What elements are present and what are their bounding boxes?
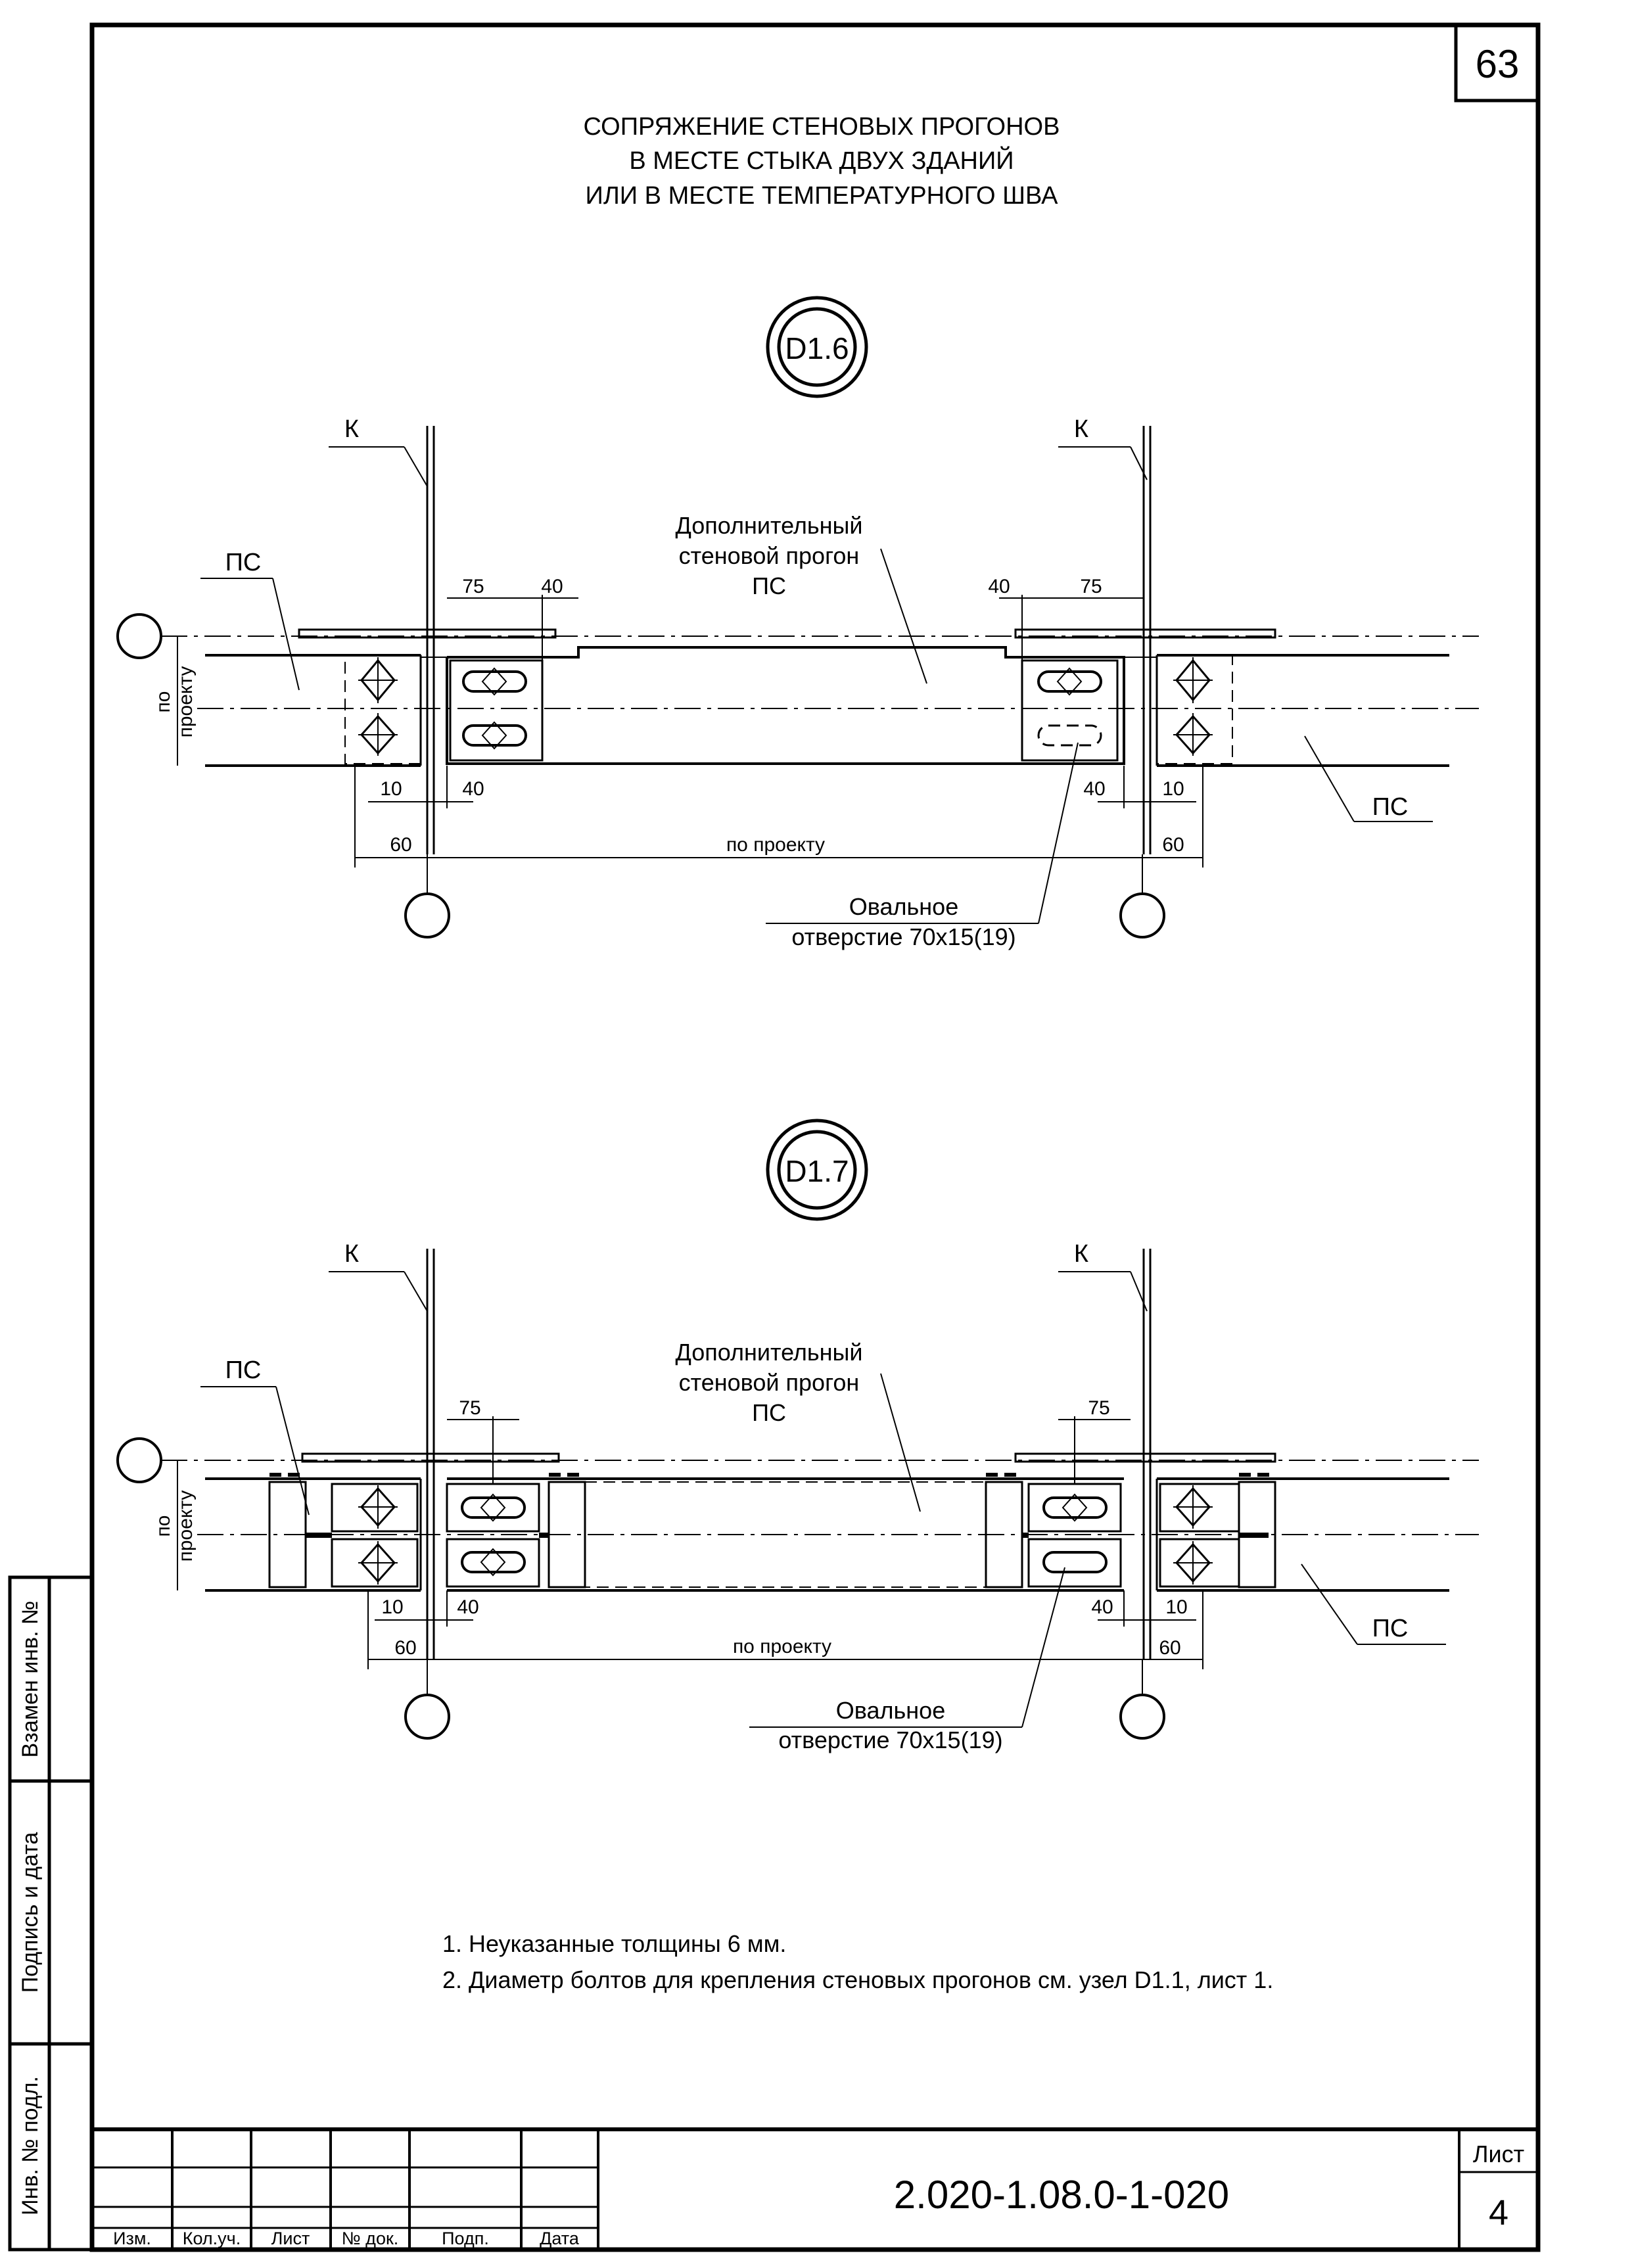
dim-60-left: 60 (390, 834, 411, 856)
bolt-icon (358, 657, 398, 703)
axis-marker-icon (1119, 892, 1165, 938)
dim-40-top-right: 40 (988, 576, 1010, 597)
bolt-icon (358, 713, 398, 756)
column-label-right: К (1074, 1240, 1088, 1268)
axis-marker-icon (404, 1694, 450, 1740)
purlin-label-left: ПС (225, 1356, 262, 1384)
axis-marker-icon (404, 892, 450, 938)
dim-vertical-line-2: проекту (175, 1491, 197, 1562)
dim-10-left: 10 (380, 778, 402, 800)
bolt-icon (1173, 657, 1213, 703)
notes: 1. Неуказанные толщины 6 мм. 2. Диаметр … (442, 1930, 1273, 1993)
bolt-icon (358, 1485, 398, 1529)
dim-60-right: 60 (1159, 1637, 1180, 1659)
extra-purlin-label-line-3: ПС (752, 1399, 786, 1426)
detail-d1-6: D1.6 (116, 296, 1479, 950)
axis-marker-icon (116, 613, 162, 659)
node-callout-d1-6: D1.6 (785, 331, 849, 365)
purlin-label-right: ПС (1372, 1615, 1409, 1642)
oval-hole-label-line-2: отверстие 70х15(19) (791, 923, 1015, 950)
dim-60-right: 60 (1162, 834, 1184, 856)
column-label-right: К (1074, 415, 1088, 443)
title-block: Изм. Кол.уч. Лист № док. Подп. Дата 2.02… (92, 2127, 1538, 2250)
oval-hole-label-line-2: отверстие 70х15(19) (778, 1726, 1002, 1753)
dim-10-right: 10 (1162, 778, 1184, 800)
sheet-badge: 63 (1454, 23, 1540, 103)
title-line-2: В МЕСТЕ СТЫКА ДВУХ ЗДАНИЙ (629, 145, 1014, 175)
sheet-frame (89, 22, 1541, 2252)
oval-hole-icon (461, 1493, 1108, 1577)
dim-75-right: 75 (1088, 1397, 1109, 1419)
node-callout-d1-7: D1.7 (785, 1154, 849, 1188)
dim-40-bottom-left: 40 (462, 778, 484, 800)
tb-header-date: Дата (540, 2229, 580, 2248)
dim-10-left: 10 (381, 1596, 403, 1618)
sheet-number: 4 (1489, 2193, 1508, 2233)
axis-marker-icon (1119, 1694, 1165, 1740)
tb-header-count: Кол.уч. (183, 2229, 241, 2248)
side-stamp-inventory: Инв. № подл. (18, 2076, 43, 2215)
dim-60-left: 60 (394, 1637, 416, 1659)
tb-header-signature: Подп. (442, 2229, 489, 2248)
bolt-icon (1173, 1485, 1213, 1529)
side-stamp: Взамен инв. № Подпись и дата Инв. № подл… (8, 1575, 94, 2252)
document-code: 2.020-1.08.0-1-020 (894, 2173, 1229, 2217)
note-1: 1. Неуказанные толщины 6 мм. (442, 1930, 786, 1957)
extra-purlin-label-line-2: стеновой прогон (679, 1369, 860, 1396)
side-stamp-replacement: Взамен инв. № (18, 1601, 43, 1758)
bolt-icon (1173, 713, 1213, 756)
dim-75-right: 75 (1080, 576, 1102, 597)
sheet-badge-number: 63 (1476, 42, 1520, 86)
note-2: 2. Диаметр болтов для крепления стеновых… (442, 1966, 1273, 1993)
column-label-left: К (344, 1240, 359, 1268)
oval-hole-label-line-1: Овальное (849, 893, 958, 920)
side-stamp-signature: Подпись и дата (18, 1832, 43, 1993)
purlin-label-right: ПС (1372, 793, 1409, 821)
bolt-icon (358, 1541, 398, 1585)
sheet-label: Лист (1473, 2141, 1524, 2167)
column-label-left: К (344, 415, 359, 443)
dim-vertical-line-1: по (152, 1516, 174, 1537)
purlin-label-left: ПС (225, 549, 262, 576)
dim-75-left: 75 (462, 576, 484, 597)
dim-40-bottom-left: 40 (457, 1596, 479, 1618)
extra-purlin-label-line-1: Дополнительный (675, 1339, 862, 1366)
tb-header-change: Изм. (113, 2229, 151, 2248)
dim-project-span: по проекту (733, 1636, 831, 1657)
extra-purlin-label-line-3: ПС (752, 572, 786, 599)
dim-vertical-line-1: по (152, 691, 174, 713)
title-line-1: СОПРЯЖЕНИЕ СТЕНОВЫХ ПРОГОНОВ (584, 113, 1060, 141)
tb-header-sheet: Лист (271, 2229, 310, 2248)
dim-vertical-line-2: проекту (175, 666, 197, 738)
extra-purlin-label-line-1: Дополнительный (675, 512, 862, 539)
oval-hole-label-line-1: Овальное (836, 1697, 945, 1724)
tb-header-doc-number: № док. (342, 2229, 399, 2248)
drawing-title: СОПРЯЖЕНИЕ СТЕНОВЫХ ПРОГОНОВ В МЕСТЕ СТЫ… (584, 113, 1060, 210)
extra-purlin-label-line-2: стеновой прогон (679, 542, 860, 569)
dim-40-top-left: 40 (541, 576, 563, 597)
axis-marker-icon (116, 1437, 162, 1483)
dim-75-left: 75 (459, 1397, 480, 1419)
oval-hole-icon (462, 667, 1102, 750)
dim-40-bottom-right: 40 (1083, 778, 1105, 800)
detail-d1-7: D1.7 (116, 1119, 1479, 1753)
dim-10-right: 10 (1165, 1596, 1187, 1618)
title-line-3: ИЛИ В МЕСТЕ ТЕМПЕРАТУРНОГО ШВА (586, 182, 1059, 210)
dim-project-span: по проекту (726, 834, 825, 856)
bolt-icon (1173, 1541, 1213, 1585)
dim-40-bottom-right: 40 (1091, 1596, 1113, 1618)
